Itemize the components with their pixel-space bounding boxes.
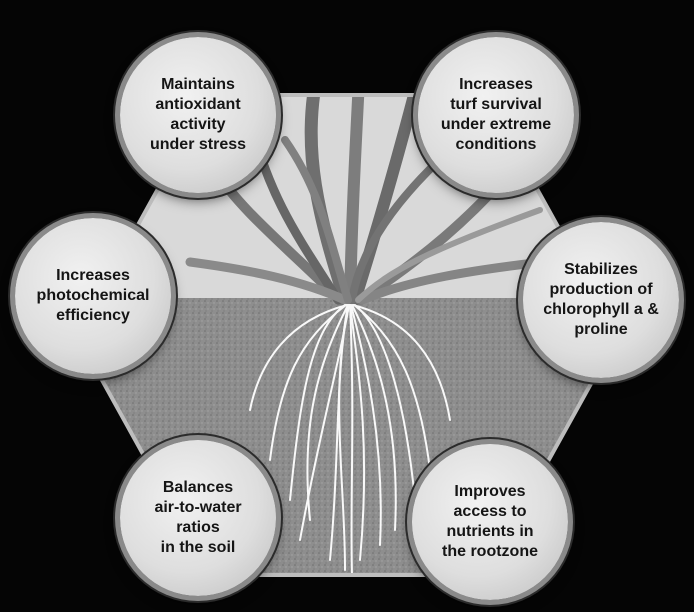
- benefit-nutrients-label: Improves access to nutrients in the root…: [436, 482, 544, 562]
- benefit-antioxidant-label: Maintains antioxidant activity under str…: [144, 75, 252, 155]
- benefit-chlorophyll: Stabilizes production of chlorophyll a &…: [523, 222, 679, 378]
- benefit-air-water: Balances air-to-water ratios in the soil: [120, 440, 276, 596]
- benefit-chlorophyll-label: Stabilizes production of chlorophyll a &…: [537, 260, 665, 340]
- benefit-photochemical: Increases photochemical efficiency: [15, 218, 171, 374]
- benefit-air-water-label: Balances air-to-water ratios in the soil: [148, 478, 247, 558]
- benefit-turf-survival: Increases turf survival under extreme co…: [418, 37, 574, 193]
- benefit-antioxidant: Maintains antioxidant activity under str…: [120, 37, 276, 193]
- benefit-nutrients: Improves access to nutrients in the root…: [412, 444, 568, 600]
- benefit-photochemical-label: Increases photochemical efficiency: [31, 266, 156, 326]
- benefit-turf-survival-label: Increases turf survival under extreme co…: [435, 75, 557, 155]
